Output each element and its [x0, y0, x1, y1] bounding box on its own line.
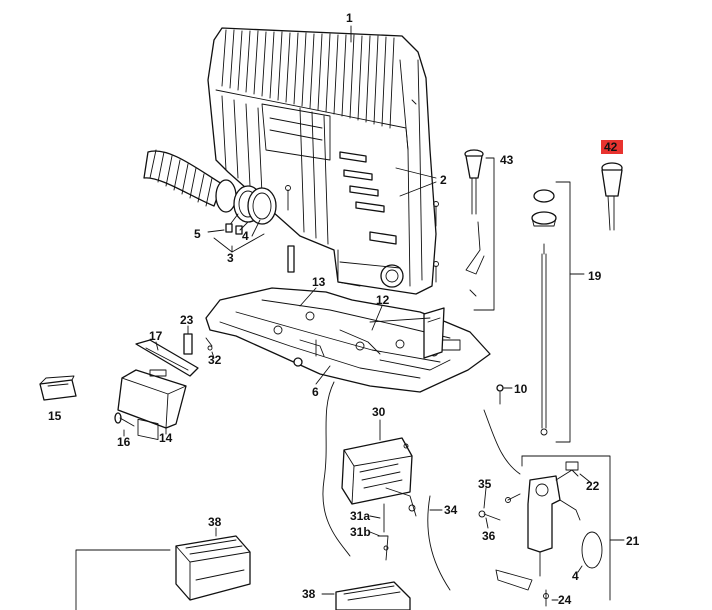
label-15: 15	[48, 409, 62, 423]
label-13: 13	[312, 275, 326, 289]
label-10: 10	[514, 382, 528, 396]
label-38-lower: 38	[302, 587, 316, 601]
label-31a: 31a	[350, 509, 370, 523]
label-17: 17	[149, 329, 163, 343]
part-16-screw	[114, 412, 135, 427]
part-14-control-housing	[117, 369, 187, 441]
label-16: 16	[117, 435, 131, 449]
part-10-screw	[496, 384, 504, 405]
part-flexible-hose	[143, 149, 277, 253]
leader-lines	[75, 25, 625, 610]
part-30-burner	[341, 437, 417, 517]
part-31-electrodes	[377, 503, 389, 561]
heat-exchanger-fins	[221, 29, 395, 129]
label-4-seal: 4	[572, 569, 579, 583]
label-23: 23	[180, 313, 194, 327]
part-38-grille-upper	[175, 535, 251, 601]
label-42: 42	[604, 140, 618, 154]
part-42-pilot-probe	[601, 162, 623, 231]
label-6: 6	[312, 385, 319, 399]
label-42-highlight	[601, 140, 623, 154]
part-23-clip	[183, 333, 213, 355]
label-2: 2	[440, 173, 447, 187]
label-1: 1	[346, 11, 353, 25]
part-15-end-cap	[39, 375, 77, 401]
part-21-gas-valve	[478, 461, 603, 607]
part-heat-exchanger	[207, 27, 439, 295]
part-19-control-rod	[531, 189, 557, 436]
label-38-upper: 38	[208, 515, 222, 529]
label-35: 35	[478, 477, 492, 491]
label-43: 43	[500, 153, 514, 167]
part-17-cover-strip	[135, 339, 199, 377]
label-22: 22	[586, 479, 600, 493]
label-31b: 31b	[350, 525, 371, 539]
label-14: 14	[159, 431, 173, 445]
part-43-thermo-probe	[464, 149, 485, 297]
part-34-ignition-cable	[322, 381, 521, 591]
label-4-clamp: 4	[242, 229, 249, 243]
part-38-grille-lower	[335, 581, 411, 610]
label-5: 5	[194, 227, 201, 241]
label-36: 36	[482, 529, 496, 543]
label-30: 30	[372, 405, 386, 419]
label-24: 24	[558, 593, 572, 607]
label-32: 32	[208, 353, 222, 367]
label-34: 34	[444, 503, 458, 517]
part-labels: 1 2 3 4 5 6 10 12 13 14 15 16 17 19 21 2…	[48, 11, 640, 607]
label-3: 3	[227, 251, 234, 265]
label-21: 21	[626, 534, 640, 548]
label-12: 12	[376, 293, 390, 307]
label-19: 19	[588, 269, 602, 283]
part-base-tray	[205, 287, 491, 393]
